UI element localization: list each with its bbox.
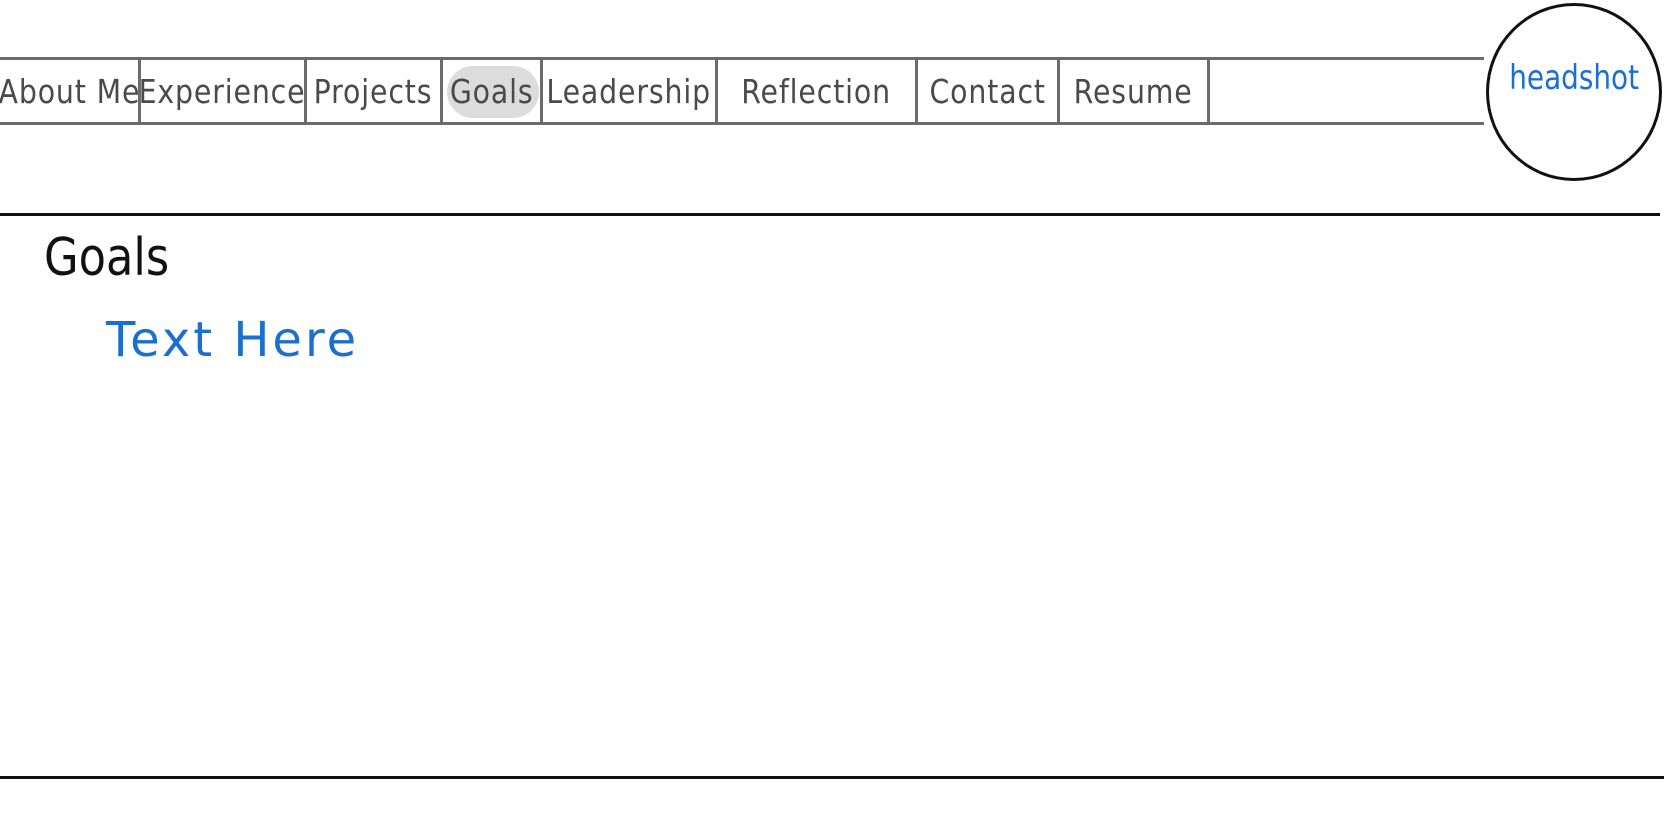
- footer-divider: [0, 776, 1664, 779]
- tab-label: Resume: [1074, 71, 1193, 111]
- headshot-avatar: headshot: [1486, 3, 1662, 181]
- tab-label: Leadership: [546, 71, 712, 111]
- tab-label: Reflection: [741, 71, 892, 111]
- tab-projects[interactable]: Projects: [307, 60, 443, 122]
- header-divider: [0, 213, 1660, 216]
- tab-goals[interactable]: Goals: [443, 60, 543, 122]
- nav-bar: About Me Experience Projects Goals Leade…: [0, 57, 1484, 125]
- tab-resume[interactable]: Resume: [1060, 60, 1210, 122]
- tab-label: About Me: [0, 71, 140, 111]
- tab-label: Projects: [314, 71, 433, 111]
- tab-label: Goals: [449, 71, 534, 111]
- page-title: Goals: [44, 228, 170, 288]
- headshot-label: headshot: [1509, 58, 1639, 98]
- tab-reflection[interactable]: Reflection: [718, 60, 918, 122]
- tab-experience[interactable]: Experience: [139, 60, 307, 122]
- tab-label: Experience: [139, 71, 306, 111]
- active-tab-highlight: [447, 66, 539, 118]
- tab-label: Contact: [929, 71, 1046, 111]
- body-text: Text Here: [106, 312, 360, 368]
- tab-leadership[interactable]: Leadership: [543, 60, 718, 122]
- tab-about-me[interactable]: About Me: [0, 60, 141, 122]
- tab-contact[interactable]: Contact: [918, 60, 1060, 122]
